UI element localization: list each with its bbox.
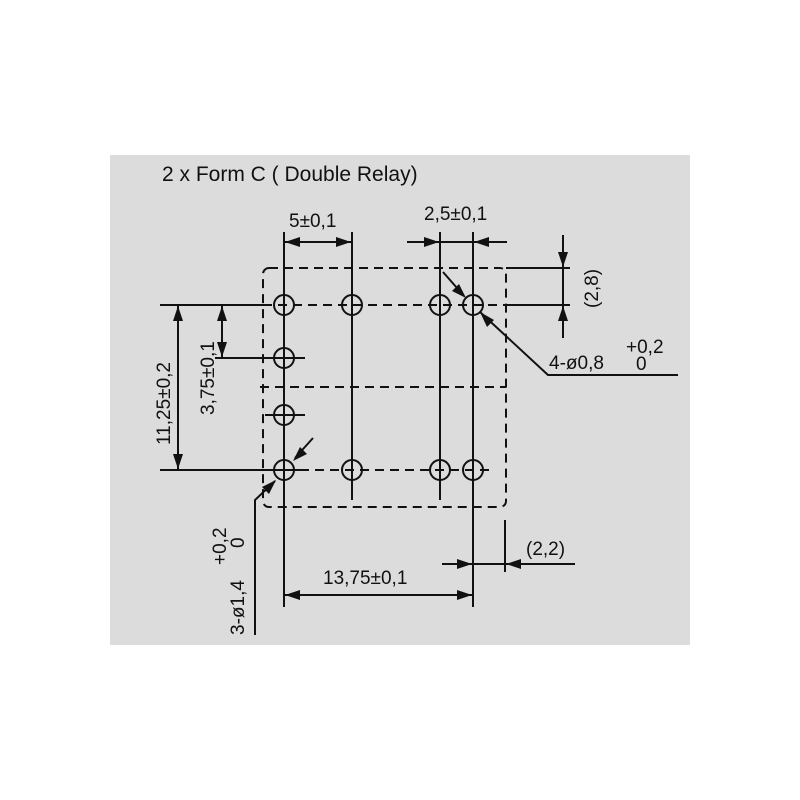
hole — [429, 294, 451, 316]
hole — [429, 459, 451, 481]
hole — [341, 294, 363, 316]
svg-text:3-ø1,4: 3-ø1,4 — [228, 580, 249, 635]
svg-text:5±0,1: 5±0,1 — [289, 211, 336, 232]
dim-offset-top: (2,8) — [558, 235, 603, 338]
leader-hole-large: 3-ø1,4 +0,2 0 — [210, 437, 314, 635]
svg-text:0: 0 — [636, 354, 647, 375]
dim-offset-right: (2,2) — [442, 520, 575, 572]
hole — [273, 459, 295, 481]
svg-text:11,25±0,2: 11,25±0,2 — [154, 362, 175, 445]
hole — [462, 459, 484, 481]
svg-text:13,75±0,1: 13,75±0,1 — [323, 568, 407, 589]
svg-text:3,75±0,1: 3,75±0,1 — [198, 341, 219, 415]
dim-height-total: 11,25±0,2 — [154, 305, 183, 470]
hole — [462, 294, 484, 316]
dim-width-total: 13,75±0,1 — [284, 568, 473, 600]
svg-text:4-ø0,8: 4-ø0,8 — [549, 353, 604, 374]
svg-text:(2,2): (2,2) — [526, 539, 565, 560]
dim-pitch-small: 2,5±0,1 — [407, 204, 507, 247]
svg-text:0: 0 — [228, 537, 249, 548]
svg-text:+0,2: +0,2 — [626, 337, 664, 358]
drawing-title: 2 x Form C ( Double Relay) — [162, 163, 418, 186]
svg-text:+0,2: +0,2 — [210, 527, 231, 565]
hole — [273, 404, 295, 426]
pin-holes — [273, 294, 484, 481]
centerlines — [160, 232, 570, 607]
dim-pitch-vertical: 3,75±0,1 — [198, 305, 227, 415]
hole — [273, 294, 295, 316]
hole — [341, 459, 363, 481]
leader-hole-small: 4-ø0,8 +0,2 0 — [442, 271, 678, 376]
drawing-panel — [110, 155, 690, 645]
hole — [273, 347, 295, 369]
svg-text:2,5±0,1: 2,5±0,1 — [424, 204, 487, 225]
dim-pitch-horizontal: 5±0,1 — [284, 211, 352, 247]
svg-text:(2,8): (2,8) — [582, 269, 603, 308]
